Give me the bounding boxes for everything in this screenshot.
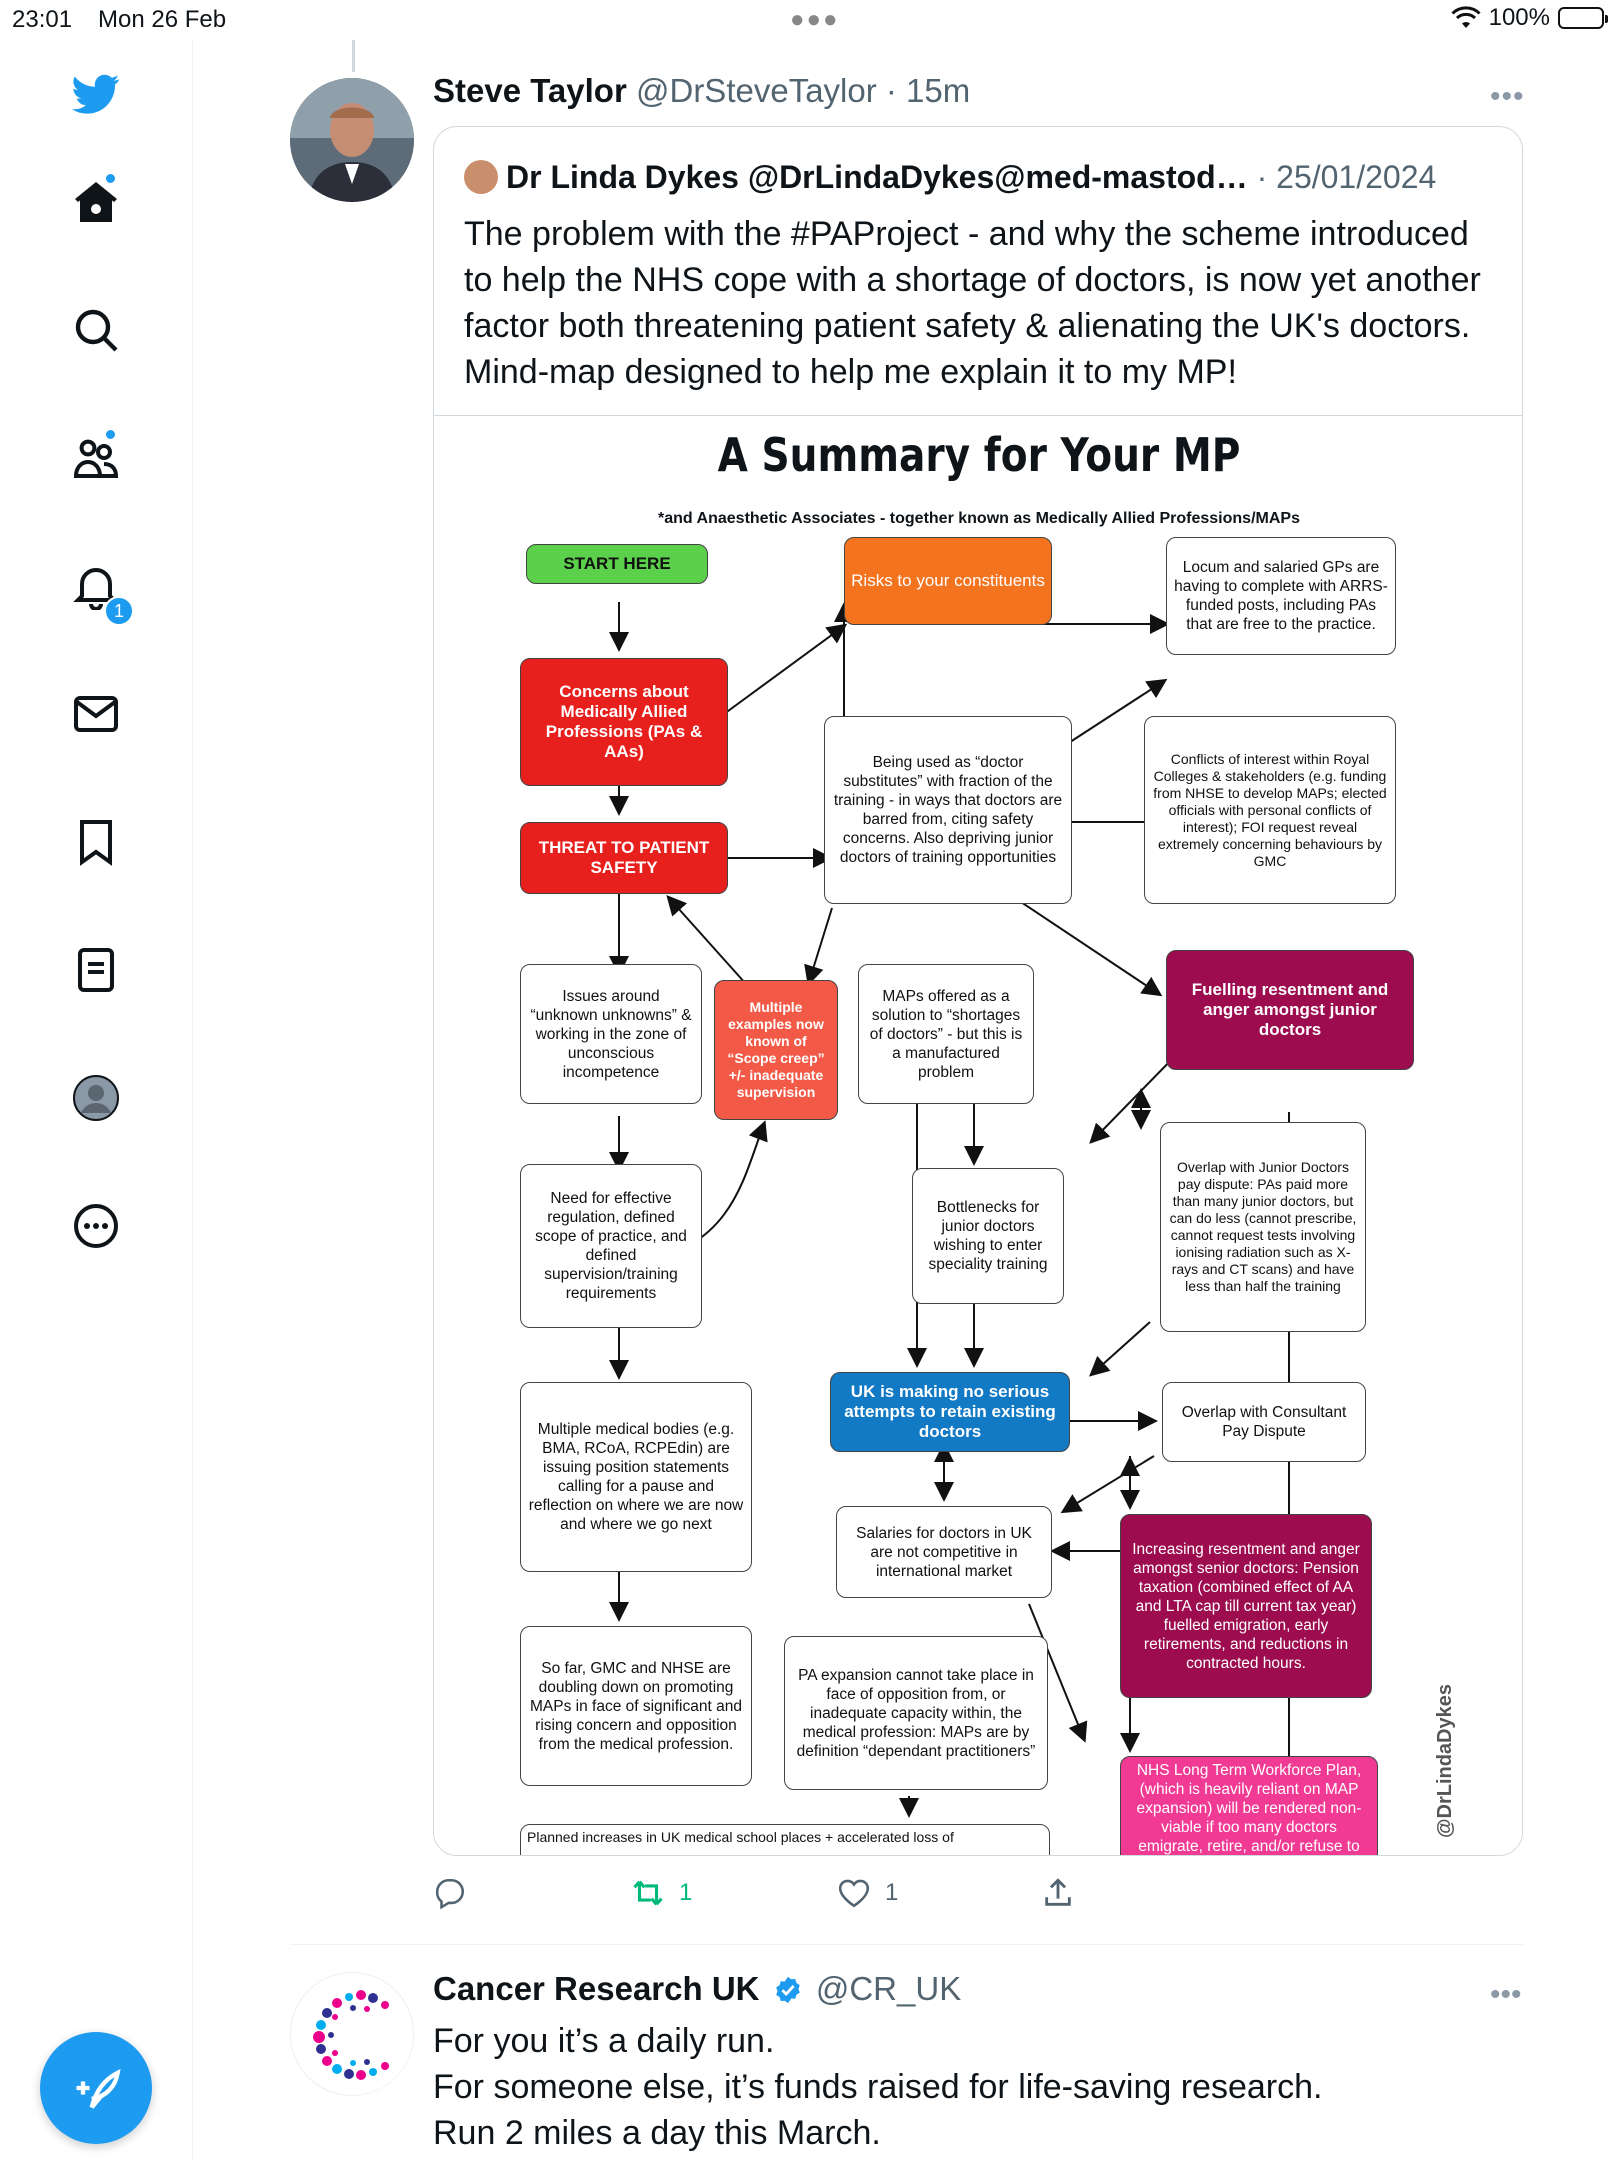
quote-divider: [434, 415, 1522, 416]
home-icon[interactable]: [68, 174, 124, 230]
compose-tweet-button[interactable]: [40, 2032, 152, 2144]
tweet-more-icon[interactable]: •••: [1490, 80, 1525, 113]
verified-badge-icon: [775, 1976, 800, 2004]
node-scope-creep: Multiple examples now known of “Scope cr…: [714, 980, 838, 1120]
quote-header: Dr Linda Dykes @DrLindaDykes@med-mastod……: [464, 159, 1504, 196]
lists-icon[interactable]: [68, 942, 124, 998]
wifi-icon: [1451, 6, 1481, 28]
node-maps-solution: MAPs offered as a solution to “shortages…: [858, 964, 1034, 1104]
mindmap-subtitle: *and Anaesthetic Associates - together k…: [658, 510, 1300, 527]
quote-text: The problem with the #PAProject - and wh…: [464, 215, 1481, 391]
mindmap-image[interactable]: A Summary for Your MP *and Anaesthetic A…: [434, 416, 1522, 1855]
quote-author-name: Dr Linda Dykes: [506, 159, 739, 195]
tweet-age[interactable]: 15m: [906, 72, 971, 109]
tweet-divider: [290, 1944, 1523, 1945]
share-button[interactable]: [1041, 1876, 1075, 1910]
like-count: 1: [885, 1879, 899, 1906]
sidebar: 1: [0, 40, 193, 2160]
retweet-icon: [633, 1880, 663, 1906]
status-bar: 23:01 Mon 26 Feb ●●● 100%: [0, 0, 1620, 40]
reply-button[interactable]: [433, 1876, 481, 1910]
next-tweet-author-name[interactable]: Cancer Research UK: [433, 1970, 760, 2007]
tweet-header: Steve Taylor @DrSteveTaylor · 15m: [433, 72, 971, 109]
like-button[interactable]: 1: [837, 1876, 898, 1910]
node-overlap-consultant: Overlap with Consultant Pay Dispute: [1162, 1382, 1366, 1462]
quote-author-avatar: [464, 160, 498, 194]
mindmap-title: A Summary for Your MP: [717, 428, 1241, 482]
next-tweet-header: Cancer Research UK @CR_UK: [433, 1970, 961, 2008]
share-icon: [1045, 1878, 1071, 1906]
quoted-tweet[interactable]: Dr Linda Dykes @DrLindaDykes@med-mastod……: [433, 126, 1523, 1856]
next-tweet-line-2: For someone else, it’s funds raised for …: [433, 2068, 1323, 2106]
retweet-button[interactable]: 1: [631, 1876, 692, 1910]
bookmark-icon[interactable]: [68, 814, 124, 870]
communities-icon[interactable]: [68, 430, 124, 486]
notifications-badge: 1: [104, 596, 134, 626]
search-icon[interactable]: [68, 302, 124, 358]
status-right: 100%: [1451, 4, 1608, 32]
mindmap-watermark: @DrLindaDykes: [1434, 1684, 1456, 1838]
battery-icon: [1558, 7, 1608, 29]
notifications-bell-icon[interactable]: [68, 558, 124, 614]
author-handle[interactable]: @DrSteveTaylor: [635, 72, 877, 109]
next-tweet-text: For you it’s a daily run. For someone el…: [433, 2018, 1523, 2156]
battery-percent: 100%: [1488, 4, 1550, 31]
more-options-circle-icon[interactable]: [68, 1198, 124, 1254]
twitter-logo-icon[interactable]: [68, 66, 124, 122]
status-date: Mon 26 Feb: [98, 6, 227, 33]
home-unread-dot: [104, 172, 117, 185]
cruk-avatar[interactable]: [290, 1972, 414, 2096]
node-retain: UK is making no serious attempts to reta…: [830, 1372, 1070, 1452]
node-substitutes: Being used as “doctor substitutes” with …: [824, 716, 1072, 904]
heart-icon: [838, 1879, 870, 1908]
next-tweet-more-icon[interactable]: •••: [1490, 1978, 1522, 2011]
thread-line: [352, 40, 355, 72]
node-risks: Risks to your constituents: [844, 537, 1052, 625]
messages-envelope-icon[interactable]: [68, 686, 124, 742]
next-tweet-line-1: For you it’s a daily run.: [433, 2022, 775, 2060]
tweet-actions: 1 1: [433, 1876, 1523, 1916]
multitasking-dots-icon[interactable]: ●●●: [790, 6, 840, 33]
status-time: 23:01: [12, 6, 73, 33]
node-resentment-senior: Increasing resentment and anger amongst …: [1120, 1514, 1372, 1698]
compose-feather-icon: [76, 2068, 121, 2109]
node-bottlenecks: Bottlenecks for junior doctors wishing t…: [912, 1168, 1064, 1304]
node-planned: Planned increases in UK medical school p…: [520, 1824, 1050, 1855]
node-workforce: NHS Long Term Workforce Plan, (which is …: [1120, 1756, 1378, 1855]
reply-bubble-icon: [435, 1878, 464, 1910]
node-expansion: PA expansion cannot take place in face o…: [784, 1636, 1048, 1790]
node-threat: THREAT TO PATIENT SAFETY: [520, 822, 728, 894]
quote-date: 25/01/2024: [1276, 159, 1437, 195]
communities-unread-dot: [104, 428, 117, 441]
author-avatar[interactable]: [290, 78, 414, 202]
author-name[interactable]: Steve Taylor: [433, 72, 627, 109]
node-conflicts: Conflicts of interest within Royal Colle…: [1144, 716, 1396, 904]
node-resentment-junior: Fuelling resentment and anger amongst ju…: [1166, 950, 1414, 1070]
node-salaries: Salaries for doctors in UK are not compe…: [836, 1506, 1052, 1598]
node-regulation: Need for effective regulation, defined s…: [520, 1164, 702, 1328]
retweet-count: 1: [679, 1879, 693, 1906]
next-tweet-line-3: Run 2 miles a day this March.: [433, 2114, 881, 2152]
node-gmc: So far, GMC and NHSE are doubling down o…: [520, 1626, 752, 1786]
node-concerns: Concerns about Medically Allied Professi…: [520, 658, 728, 786]
node-locum: Locum and salaried GPs are having to com…: [1166, 537, 1396, 655]
node-unknowns: Issues around “unknown unknowns” & worki…: [520, 964, 702, 1104]
node-overlap-junior: Overlap with Junior Doctors pay dispute:…: [1160, 1122, 1366, 1332]
next-tweet-author-handle[interactable]: @CR_UK: [815, 1970, 962, 2007]
quote-author-handle: @DrLindaDykes@med-mastod…: [747, 159, 1248, 195]
node-start: START HERE: [526, 544, 708, 584]
node-bodies: Multiple medical bodies (e.g. BMA, RCoA,…: [520, 1382, 752, 1572]
profile-avatar-icon[interactable]: [68, 1070, 124, 1126]
